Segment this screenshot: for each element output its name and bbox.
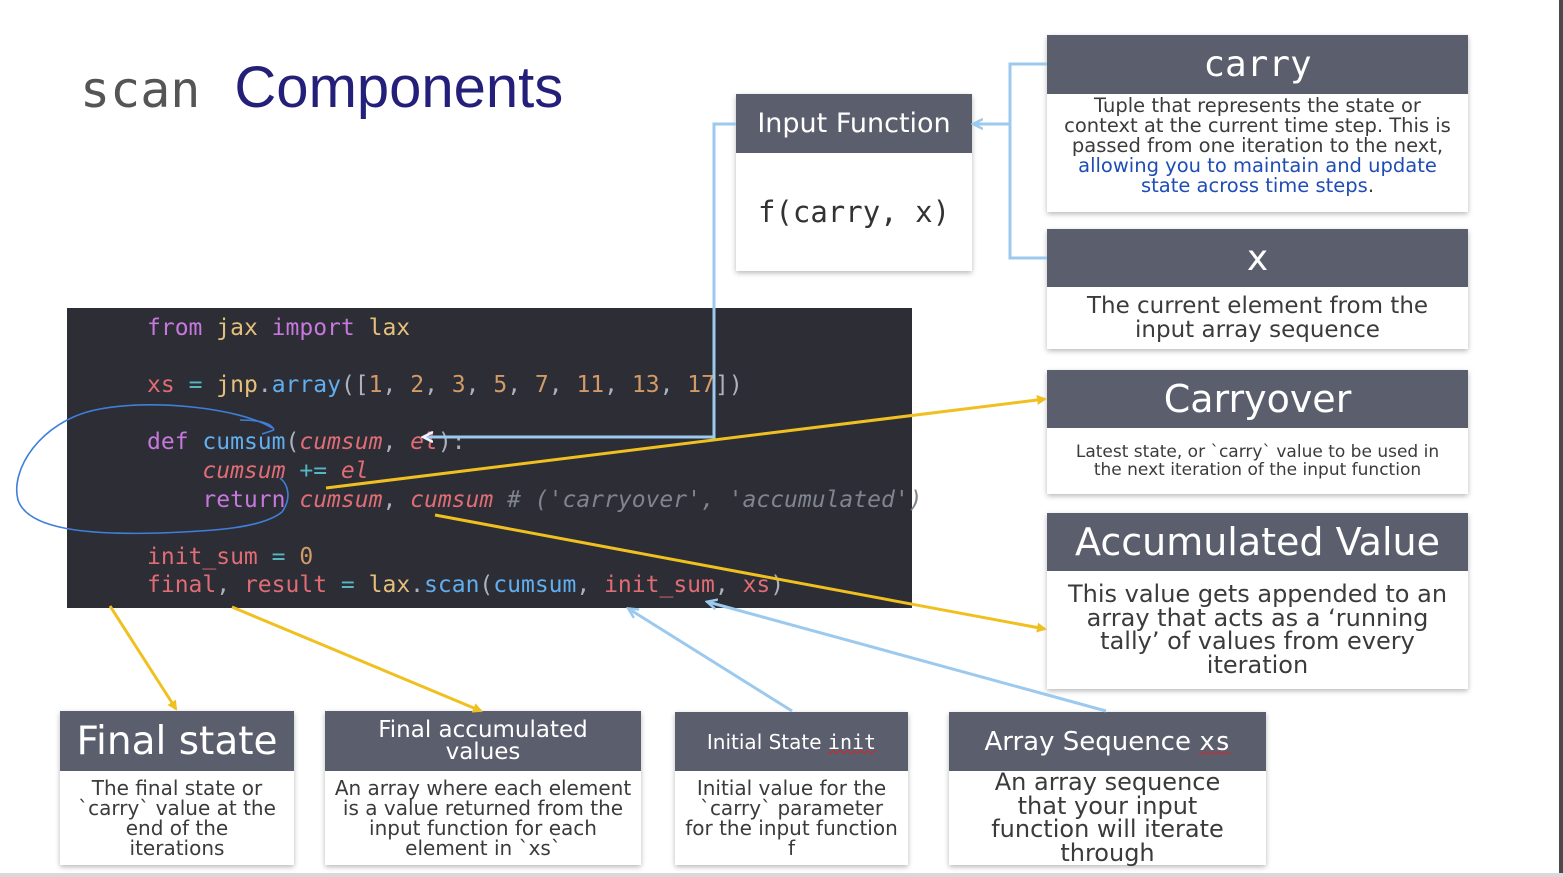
code-text: from jax import lax xs = jnp.array([1, 2… bbox=[147, 314, 923, 600]
final-accumulated-header: Final accumulated values bbox=[325, 711, 641, 771]
input-function-card: Input Function f(carry, x) bbox=[736, 94, 972, 271]
slide-edge-bottom bbox=[0, 873, 1563, 877]
array-sequence-header-code: xs bbox=[1199, 726, 1231, 757]
final-accumulated-card: Final accumulated values An array where … bbox=[325, 711, 641, 865]
carry-header: carry bbox=[1047, 35, 1468, 94]
slide-edge-right bbox=[1559, 0, 1563, 877]
title-word: Components bbox=[234, 55, 564, 120]
code-line-8 bbox=[147, 515, 161, 541]
code-line-7: return cumsum, cumsum # ('carryover', 'a… bbox=[202, 486, 923, 513]
code-line-5: def cumsum(cumsum, el): bbox=[147, 429, 466, 456]
initial-state-header: Initial State init bbox=[675, 712, 908, 771]
accumulated-value-description: This value gets appended to an array tha… bbox=[1067, 580, 1448, 679]
code-line-10: final, result = lax.scan(cumsum, init_su… bbox=[147, 572, 785, 599]
accumulated-value-card: Accumulated Value This value gets append… bbox=[1047, 513, 1468, 689]
code-line-3: xs = jnp.array([1, 2, 3, 5, 7, 11, 13, 1… bbox=[147, 372, 743, 399]
final-state-description: The final state or `carry` value at the … bbox=[78, 776, 276, 860]
final-state-card: Final state The final state or `carry` v… bbox=[60, 711, 294, 865]
array-sequence-card: Array Sequence xs An array sequence that… bbox=[949, 712, 1266, 865]
code-line-1: from jax import lax bbox=[147, 315, 411, 341]
carry-description-text: Tuple that represents the state or conte… bbox=[1064, 94, 1451, 157]
initial-state-header-text: Initial State bbox=[706, 729, 822, 754]
code-line-6: cumsum += el bbox=[202, 457, 369, 484]
input-function-header: Input Function bbox=[736, 94, 972, 153]
code-line-9: init_sum = 0 bbox=[147, 543, 314, 570]
carry-description-highlight: allowing you to maintain and update stat… bbox=[1078, 154, 1437, 197]
x-card: x The current element from the input arr… bbox=[1047, 229, 1468, 349]
initial-state-header-code: init bbox=[827, 729, 877, 754]
accumulated-value-header: Accumulated Value bbox=[1047, 513, 1468, 571]
input-function-signature: f(carry, x) bbox=[757, 194, 951, 229]
carryover-card: Carryover Latest state, or `carry` value… bbox=[1047, 370, 1468, 494]
array-sequence-header-text: Array Sequence bbox=[984, 726, 1191, 757]
carry-description-end: . bbox=[1367, 174, 1375, 197]
carry-description: Tuple that represents the state or conte… bbox=[1047, 94, 1468, 212]
array-sequence-header: Array Sequence xs bbox=[949, 712, 1266, 771]
final-accumulated-arrow bbox=[231, 605, 483, 713]
final-state-header: Final state bbox=[60, 711, 294, 771]
initial-state-card: Initial State init Initial value for the… bbox=[675, 712, 908, 865]
array-sequence-description: An array sequence that your input functi… bbox=[991, 768, 1224, 867]
initial-state-description: Initial value for the `carry` parameter … bbox=[685, 776, 898, 860]
code-block: from jax import lax xs = jnp.array([1, 2… bbox=[67, 308, 923, 608]
slide-title: scan Components bbox=[80, 52, 563, 126]
carryover-header: Carryover bbox=[1047, 370, 1468, 428]
x-header: x bbox=[1047, 229, 1468, 287]
code-line-2 bbox=[147, 344, 161, 370]
carryover-description: Latest state, or `carry` value to be use… bbox=[1075, 442, 1440, 480]
carry-x-bracket bbox=[1008, 62, 1047, 260]
title-code-word: scan bbox=[80, 61, 201, 119]
code-line-4 bbox=[147, 401, 161, 427]
carry-card: carry Tuple that represents the state or… bbox=[1047, 35, 1468, 212]
final-accumulated-description: An array where each element is a value r… bbox=[334, 776, 632, 860]
initial-state-arrow bbox=[629, 609, 793, 713]
x-description: The current element from the input array… bbox=[1086, 293, 1429, 343]
final-state-arrow bbox=[108, 605, 178, 711]
